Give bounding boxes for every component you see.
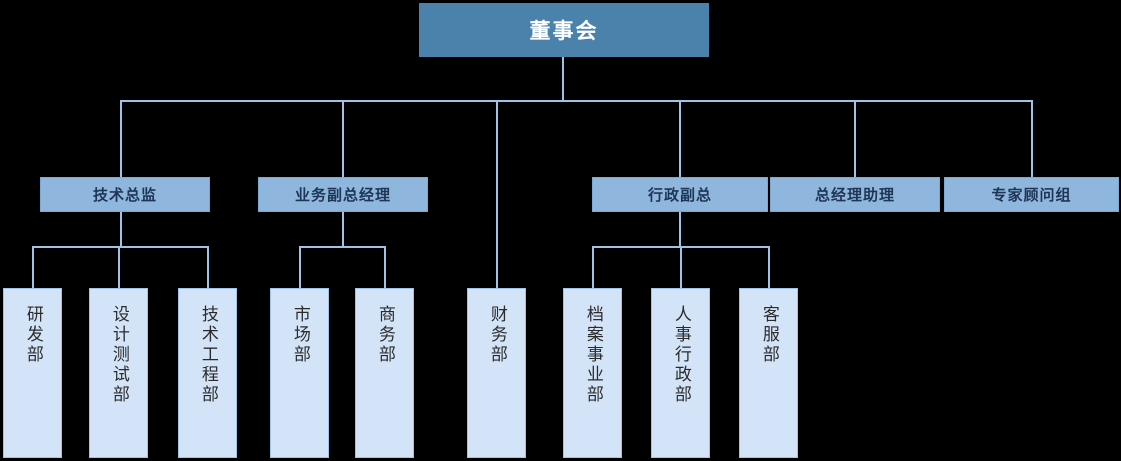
node-expert-group[interactable]: 专家顾问组: [944, 177, 1119, 212]
node-rd-dept[interactable]: 研发部: [3, 288, 62, 458]
connector-main-bus: [120, 100, 1033, 102]
node-board-of-directors[interactable]: 董事会: [419, 3, 709, 57]
node-label: 专家顾问组: [991, 187, 1072, 204]
node-label: 财务部: [487, 305, 507, 365]
connector-to-market-dept: [299, 246, 301, 288]
connector-bus-to-tech-director: [120, 100, 122, 177]
node-commerce-dept[interactable]: 商务部: [355, 288, 414, 458]
connector-bus-to-admin-vp: [679, 100, 681, 177]
node-label: 商务部: [375, 305, 395, 365]
connector-to-hr-admin-dept: [680, 246, 682, 288]
connector-bus-to-gm-assistant: [854, 100, 856, 177]
node-biz-vp[interactable]: 业务副总经理: [258, 177, 428, 212]
connector-biz-vp-stem: [342, 211, 344, 247]
connector-to-commerce-dept: [384, 246, 386, 288]
node-label: 设计测试部: [109, 305, 129, 405]
node-label: 技术工程部: [198, 305, 218, 405]
connector-bus-to-expert-group: [1031, 100, 1033, 177]
node-finance-dept[interactable]: 财务部: [467, 288, 526, 458]
node-tech-director[interactable]: 技术总监: [40, 177, 210, 212]
node-design-test-dept[interactable]: 设计测试部: [89, 288, 148, 458]
connector-tech-director-stem: [120, 211, 122, 247]
node-label: 总经理助理: [814, 187, 895, 204]
node-admin-vp[interactable]: 行政副总: [592, 177, 768, 212]
node-tech-engineering-dept[interactable]: 技术工程部: [178, 288, 237, 458]
connector-admin-vp-stem: [679, 211, 681, 247]
node-label: 业务副总经理: [294, 187, 391, 204]
connector-tech-director-bus: [32, 246, 209, 248]
node-label: 董事会: [529, 20, 599, 43]
node-hr-admin-dept[interactable]: 人事行政部: [651, 288, 710, 458]
connector-biz-vp-bus: [299, 246, 386, 248]
node-label: 技术总监: [92, 187, 157, 204]
node-market-dept[interactable]: 市场部: [270, 288, 329, 458]
connector-bus-to-finance-dept: [496, 100, 498, 288]
connector-to-service-dept: [768, 246, 770, 288]
node-label: 研发部: [23, 305, 43, 365]
connector-to-rd-dept: [32, 246, 34, 288]
connector-to-design-test: [118, 246, 120, 288]
connector-root-trunk: [562, 57, 564, 101]
node-gm-assistant[interactable]: 总经理助理: [770, 177, 940, 212]
connector-bus-to-biz-vp: [342, 100, 344, 177]
connector-to-tech-eng: [207, 246, 209, 288]
connector-to-archives-dept: [592, 246, 594, 288]
node-label: 人事行政部: [671, 305, 691, 405]
node-label: 客服部: [759, 305, 779, 365]
node-archives-dept[interactable]: 档案事业部: [563, 288, 622, 458]
node-label: 行政副总: [647, 187, 712, 204]
node-label: 档案事业部: [583, 305, 603, 405]
node-customer-service-dept[interactable]: 客服部: [739, 288, 798, 458]
node-label: 市场部: [290, 305, 310, 365]
